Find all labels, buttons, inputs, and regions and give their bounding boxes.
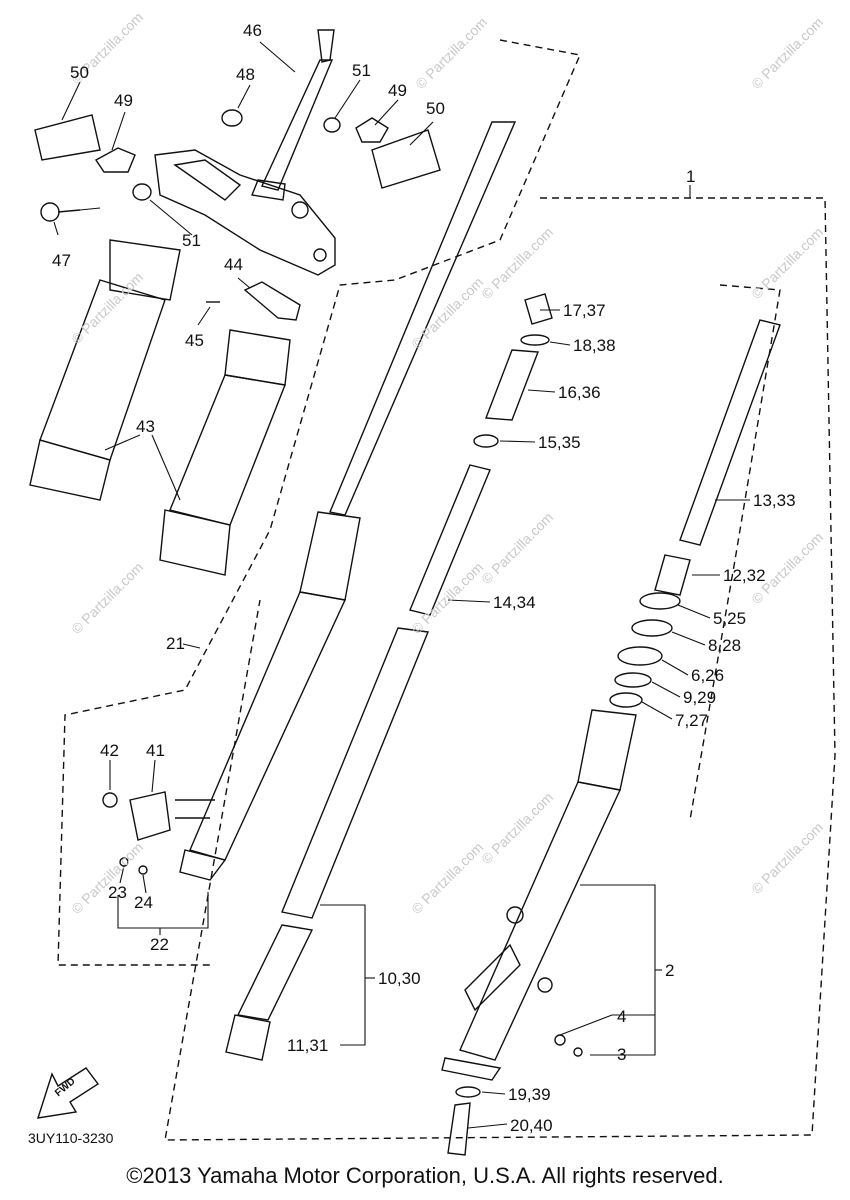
- callout-19-39: 19,39: [508, 1085, 551, 1104]
- diagram-part-code: 3UY110-3230: [28, 1130, 114, 1146]
- fork-boot-left: [29, 239, 181, 501]
- callout-22: 22: [150, 935, 169, 954]
- callout-20-40: 20,40: [510, 1116, 553, 1135]
- inner-dashed-outline: [689, 284, 781, 821]
- callout-1: 1: [686, 167, 696, 186]
- o-ring-18-38: [520, 334, 550, 346]
- callout-50: 50: [426, 99, 445, 118]
- washer-24: [138, 865, 148, 875]
- callout-23: 23: [108, 883, 127, 902]
- bolt-47: [40, 202, 81, 222]
- callout-11-31: 11,31: [287, 1036, 329, 1055]
- fwd-arrow-icon: [36, 1067, 100, 1119]
- callout-6-26: 6,26: [691, 666, 725, 685]
- callout-3: 3: [617, 1045, 627, 1064]
- bracket-49-right: [355, 117, 389, 143]
- outer-tube-10-30: [281, 627, 429, 919]
- collar-51-left: [132, 183, 152, 201]
- nut-48: [221, 109, 243, 127]
- bolt-20-40: [447, 1102, 471, 1156]
- callout-41: 41: [146, 741, 165, 760]
- clip-8-28: [631, 619, 673, 637]
- damper-rod-13-33: [679, 319, 781, 546]
- callout-51: 51: [352, 61, 371, 80]
- callout-14-34: 14,34: [493, 593, 536, 612]
- bracket-49-left: [94, 147, 136, 173]
- callout-2: 2: [665, 961, 675, 980]
- outer-tube-2: [441, 709, 637, 1081]
- group-1-dashed-outline: [164, 197, 836, 1141]
- axle-holder-41: [102, 791, 215, 841]
- callout-4: 4: [617, 1007, 627, 1026]
- holder-44: [243, 281, 301, 321]
- callout-18-38: 18,38: [573, 336, 616, 355]
- fork-spring-14-34: [409, 464, 491, 616]
- copper-washer-19-39: [455, 1086, 481, 1098]
- callout-21: 21: [166, 634, 185, 653]
- callout-15-35: 15,35: [538, 433, 581, 452]
- callout-17-37: 17,37: [563, 301, 606, 320]
- guide-bushing-7-27: [609, 692, 643, 708]
- callout-5-25: 5,25: [713, 609, 747, 628]
- callout-9-29: 9,29: [683, 688, 717, 707]
- callout-51: 51: [182, 231, 201, 250]
- callout-10-30: 10,30: [378, 969, 421, 988]
- washer-9-29: [614, 672, 652, 688]
- callout-42: 42: [100, 741, 119, 760]
- fork-boot-right: [159, 329, 291, 576]
- dust-seal-5-25: [639, 592, 681, 610]
- callout-49: 49: [388, 81, 407, 100]
- collar-51-right: [323, 117, 341, 133]
- inner-tube-11-31: [225, 924, 314, 1061]
- lower-bracket: [154, 149, 336, 276]
- inner-tube-21: [179, 121, 517, 881]
- callout-45: 45: [185, 331, 204, 350]
- callout-8-28: 8,28: [708, 636, 742, 655]
- callout-7-27: 7,27: [675, 711, 709, 730]
- callout-48: 48: [236, 65, 255, 84]
- washer-15-35: [473, 434, 499, 448]
- washer-4: [554, 1034, 566, 1046]
- cap-bolt-17-37: [524, 293, 553, 325]
- callout-50: 50: [70, 63, 89, 82]
- callout-44: 44: [224, 255, 243, 274]
- bolt-3: [573, 1047, 583, 1057]
- reflector-50-right: [371, 129, 441, 189]
- callout-47: 47: [52, 251, 71, 270]
- copyright-notice: ©2013 Yamaha Motor Corporation, U.S.A. A…: [126, 1163, 724, 1188]
- callout-24: 24: [134, 893, 153, 912]
- callout-49: 49: [114, 91, 133, 110]
- reflector-50-left: [34, 114, 101, 161]
- oil-seal-6-26: [617, 646, 663, 666]
- callout-46: 46: [243, 21, 262, 40]
- callout-43: 43: [136, 417, 155, 436]
- group-21-dashed-outline: [57, 39, 581, 966]
- callout-13-33: 13,33: [753, 491, 796, 510]
- callout-12-32: 12,32: [723, 566, 766, 585]
- taper-spindle-12-32: [654, 554, 691, 596]
- callout-16-36: 16,36: [558, 383, 601, 402]
- spacer-16-36: [485, 349, 539, 421]
- steering-stem: [251, 29, 335, 201]
